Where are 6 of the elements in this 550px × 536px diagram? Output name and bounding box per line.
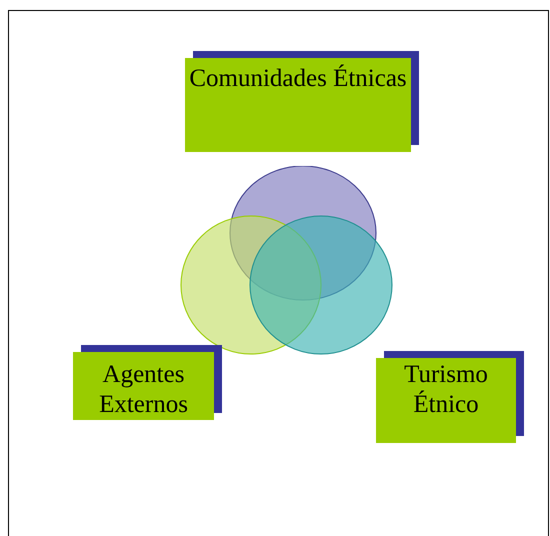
box-text: Agentes Externos — [98, 360, 189, 420]
box-text: Comunidades Étnicas — [189, 64, 407, 94]
label-box — [73, 352, 214, 420]
label-box — [376, 358, 516, 443]
label-box — [185, 58, 411, 152]
box-text: Turismo Étnico — [403, 360, 489, 420]
